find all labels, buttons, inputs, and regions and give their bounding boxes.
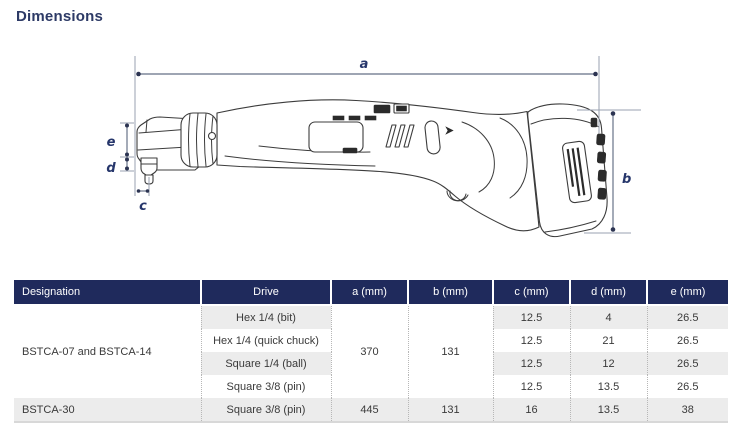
value-cell-b: 131	[407, 398, 493, 423]
col-header-designation: Designation	[14, 280, 201, 306]
dimension-d: d	[106, 157, 134, 176]
dim-label-e: e	[107, 135, 116, 150]
display-panel	[308, 121, 364, 153]
value-cell-c: 12.5	[492, 305, 570, 329]
col-header-b: b (mm)	[407, 280, 493, 306]
value-cell-e: 26.5	[646, 329, 728, 352]
value-cell-d: 4	[569, 305, 647, 329]
value-cell-e: 38	[646, 398, 728, 423]
page-title: Dimensions	[16, 8, 104, 25]
tool-body-silhouette	[216, 99, 540, 232]
dim-label-c: c	[139, 199, 147, 214]
designation-cell: BSTCA-30	[14, 398, 201, 423]
table-header-row: Designation Drive a (mm) b (mm) c (mm) d…	[14, 280, 728, 306]
value-cell-d: 13.5	[569, 398, 647, 423]
value-cell-c: 12.5	[492, 352, 570, 375]
drive-cell: Square 1/4 (ball)	[200, 352, 331, 375]
dimension-a: a	[134, 56, 600, 196]
value-cell-c: 16	[492, 398, 570, 423]
col-header-c: c (mm)	[492, 280, 570, 306]
value-cell-e: 26.5	[646, 305, 728, 329]
dimension-c: c	[136, 177, 150, 214]
table-row: BSTCA-30 Square 3/8 (pin) 445 131 16 13.…	[14, 398, 728, 423]
table-row: BSTCA-07 and BSTCA-14 Hex 1/4 (bit) 370 …	[14, 305, 728, 398]
tool-grip	[424, 117, 528, 202]
trigger	[424, 120, 441, 155]
value-cell-c: 12.5	[492, 375, 570, 398]
value-cell-e: 26.5	[646, 352, 728, 375]
value-cell-d: 21	[569, 329, 647, 352]
col-header-a: a (mm)	[330, 280, 408, 306]
drive-cell: Square 3/8 (pin)	[200, 375, 331, 398]
col-header-d: d (mm)	[569, 280, 647, 306]
drive-cell: Square 3/8 (pin)	[200, 398, 331, 423]
square-drive	[140, 157, 158, 176]
drive-cell: Hex 1/4 (quick chuck)	[200, 329, 331, 352]
dimensions-table: Designation Drive a (mm) b (mm) c (mm) d…	[14, 280, 728, 423]
dimension-e: e	[107, 122, 134, 158]
dimension-drawing: a b e d c	[106, 56, 641, 238]
value-cell-e: 26.5	[646, 375, 728, 398]
table-row: Hex 1/4 (quick chuck) 12.5 21 26.5	[14, 329, 728, 352]
value-cell-a: 370	[330, 305, 408, 398]
tool-battery-pack	[527, 103, 608, 238]
value-cell-d: 12	[569, 352, 647, 375]
value-cell-c: 12.5	[492, 329, 570, 352]
value-cell-b: 131	[407, 305, 493, 398]
value-cell-a: 445	[330, 398, 408, 423]
col-header-drive: Drive	[200, 280, 331, 306]
dim-label-d: d	[106, 161, 116, 176]
designation-cell: BSTCA-07 and BSTCA-14	[14, 305, 201, 398]
tool-top-controls	[308, 103, 415, 154]
table-row: Square 1/4 (ball) 12.5 12 26.5	[14, 352, 728, 375]
drive-cell: Hex 1/4 (bit)	[200, 305, 331, 329]
dim-label-a: a	[360, 57, 369, 72]
value-cell-d: 13.5	[569, 375, 647, 398]
dimension-b: b	[577, 109, 641, 234]
direction-arrow-icon	[445, 126, 454, 135]
table-row: Square 3/8 (pin) 12.5 13.5 26.5	[14, 375, 728, 398]
dimensions-table-container: Designation Drive a (mm) b (mm) c (mm) d…	[14, 280, 728, 423]
col-header-e: e (mm)	[646, 280, 728, 306]
dim-label-b: b	[622, 172, 631, 187]
battery-label	[562, 140, 592, 204]
tool-collar	[180, 112, 218, 168]
